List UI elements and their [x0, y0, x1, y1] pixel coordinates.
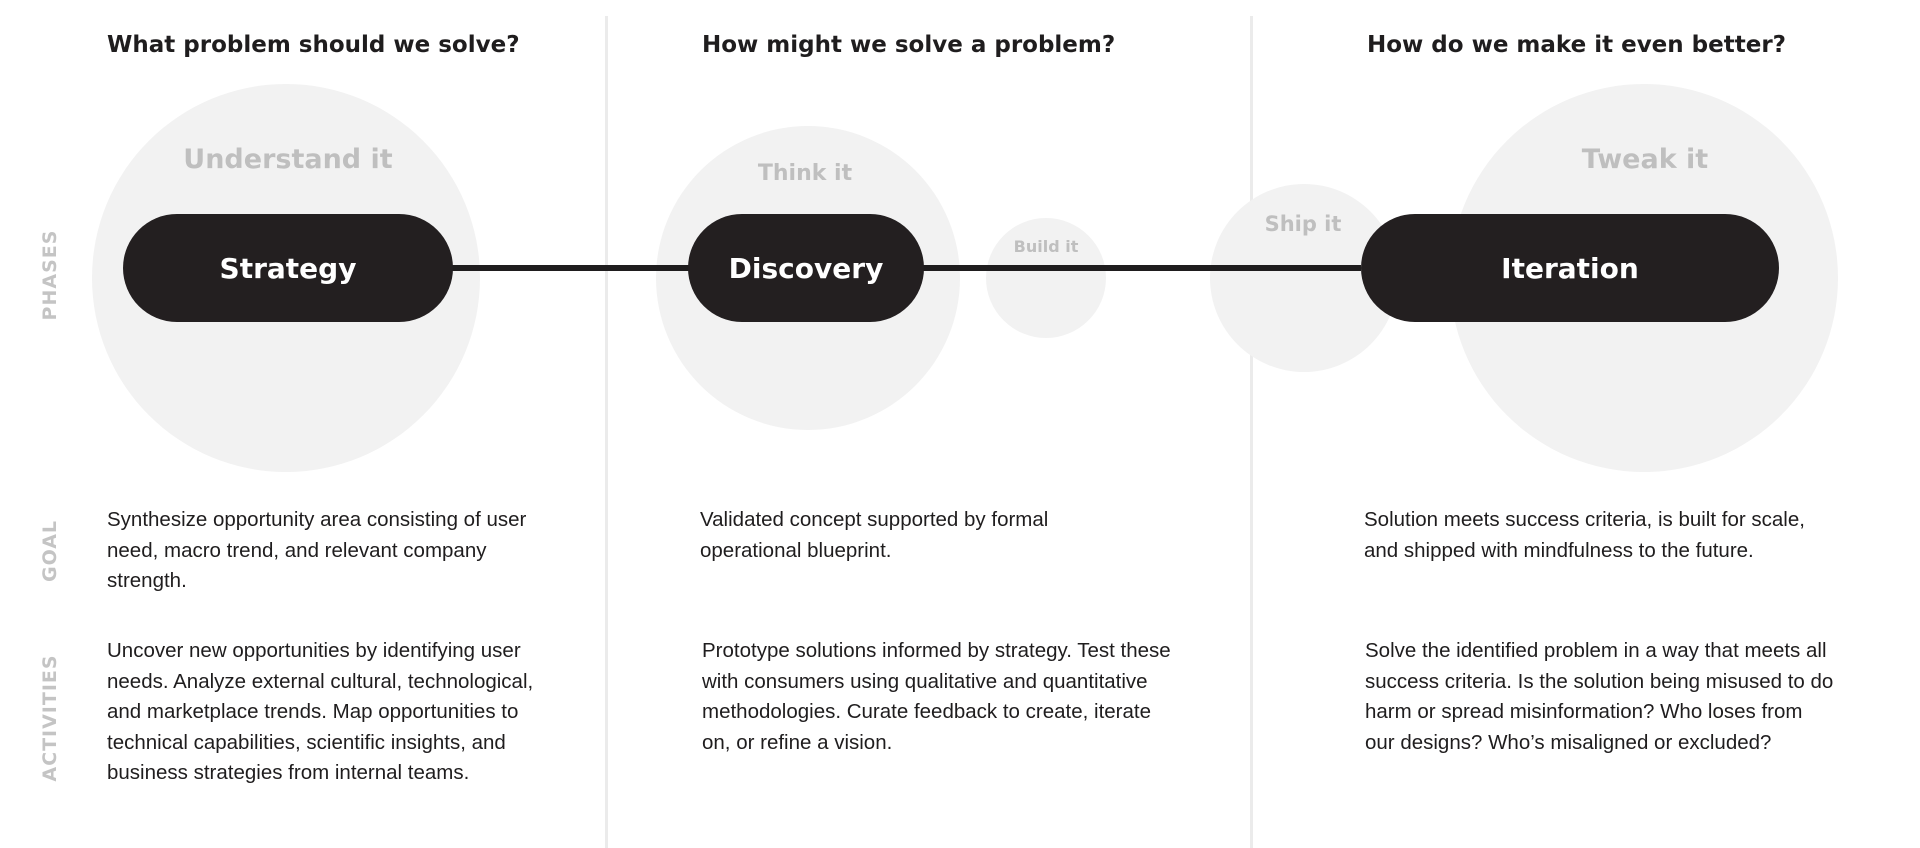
- goal-iteration: Solution meets success criteria, is buil…: [1364, 508, 1805, 562]
- question-discovery: How might we solve a problem?: [702, 32, 1116, 58]
- activities-strategy: Uncover new opportunities by identifying…: [107, 639, 534, 784]
- column-divider: [1250, 16, 1253, 848]
- question-strategy: What problem should we solve?: [107, 32, 520, 58]
- circle-build: [986, 218, 1106, 338]
- subphase-understand-it: Understand it: [183, 144, 393, 175]
- phase-strategy[interactable]: Strategy: [123, 214, 453, 322]
- activities-iteration: Solve the identified problem in a way th…: [1365, 639, 1834, 754]
- row-label-goal: GOAL: [39, 519, 61, 583]
- phase-discovery[interactable]: Discovery: [688, 214, 924, 322]
- goal-strategy: Synthesize opportunity area consisting o…: [107, 508, 527, 592]
- goal-discovery: Validated concept supported by formal op…: [700, 508, 1049, 562]
- subphase-think-it: Think it: [757, 161, 853, 186]
- row-label-activities: ACTIVITIES: [39, 654, 61, 782]
- row-label-phases: PHASES: [39, 229, 61, 321]
- column-divider: [605, 16, 608, 848]
- subphase-ship-it: Ship it: [1264, 212, 1342, 236]
- activities-discovery: Prototype solutions informed by strategy…: [702, 639, 1171, 754]
- phase-iteration[interactable]: Iteration: [1361, 214, 1779, 322]
- subphase-build-it: Build it: [1013, 237, 1079, 256]
- question-iteration: How do we make it even better?: [1367, 32, 1786, 58]
- subphase-tweak-it: Tweak it: [1581, 144, 1709, 175]
